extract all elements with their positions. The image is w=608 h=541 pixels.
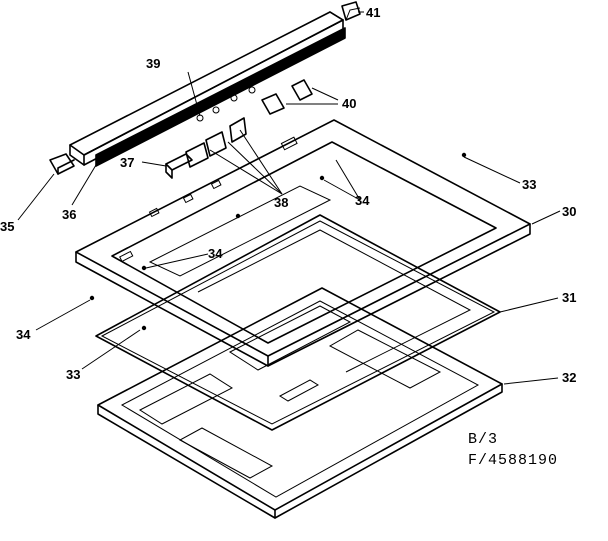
callout-33-left: 33 <box>66 367 80 382</box>
callout-34-top: 34 <box>355 193 370 208</box>
part-39-screws <box>196 86 256 122</box>
small-screws <box>89 152 467 331</box>
part-36-hinge-bar <box>69 11 346 167</box>
part-30-frame <box>75 119 531 373</box>
callout-39: 39 <box>146 56 160 71</box>
part-32-bottom-plate <box>97 287 503 519</box>
callout-numbers: 41 39 40 37 38 35 36 33 34 34 30 31 32 3… <box>0 5 576 385</box>
callout-36: 36 <box>62 207 76 222</box>
callout-35: 35 <box>0 219 14 234</box>
callout-37: 37 <box>120 155 134 170</box>
reference-line-2: F/4588190 <box>468 452 558 469</box>
reference-line-1: B/3 <box>468 431 498 448</box>
callout-32: 32 <box>562 370 576 385</box>
part-40-brackets <box>261 79 313 115</box>
part-41-end-cap <box>341 1 361 21</box>
part-37-clip <box>165 153 193 179</box>
callout-31: 31 <box>562 290 576 305</box>
callout-34-middle: 34 <box>208 246 223 261</box>
part-31-gasket <box>95 214 501 431</box>
leader-lines <box>17 11 561 385</box>
callout-41: 41 <box>366 5 380 20</box>
callout-30: 30 <box>562 204 576 219</box>
callout-34-left: 34 <box>16 327 31 342</box>
callout-38: 38 <box>274 195 288 210</box>
part-35-end-cap <box>49 153 75 175</box>
callout-40: 40 <box>342 96 356 111</box>
part-38-clips <box>185 117 247 168</box>
callout-33-top: 33 <box>522 177 536 192</box>
reference-code: B/3 F/4588190 <box>468 431 558 469</box>
